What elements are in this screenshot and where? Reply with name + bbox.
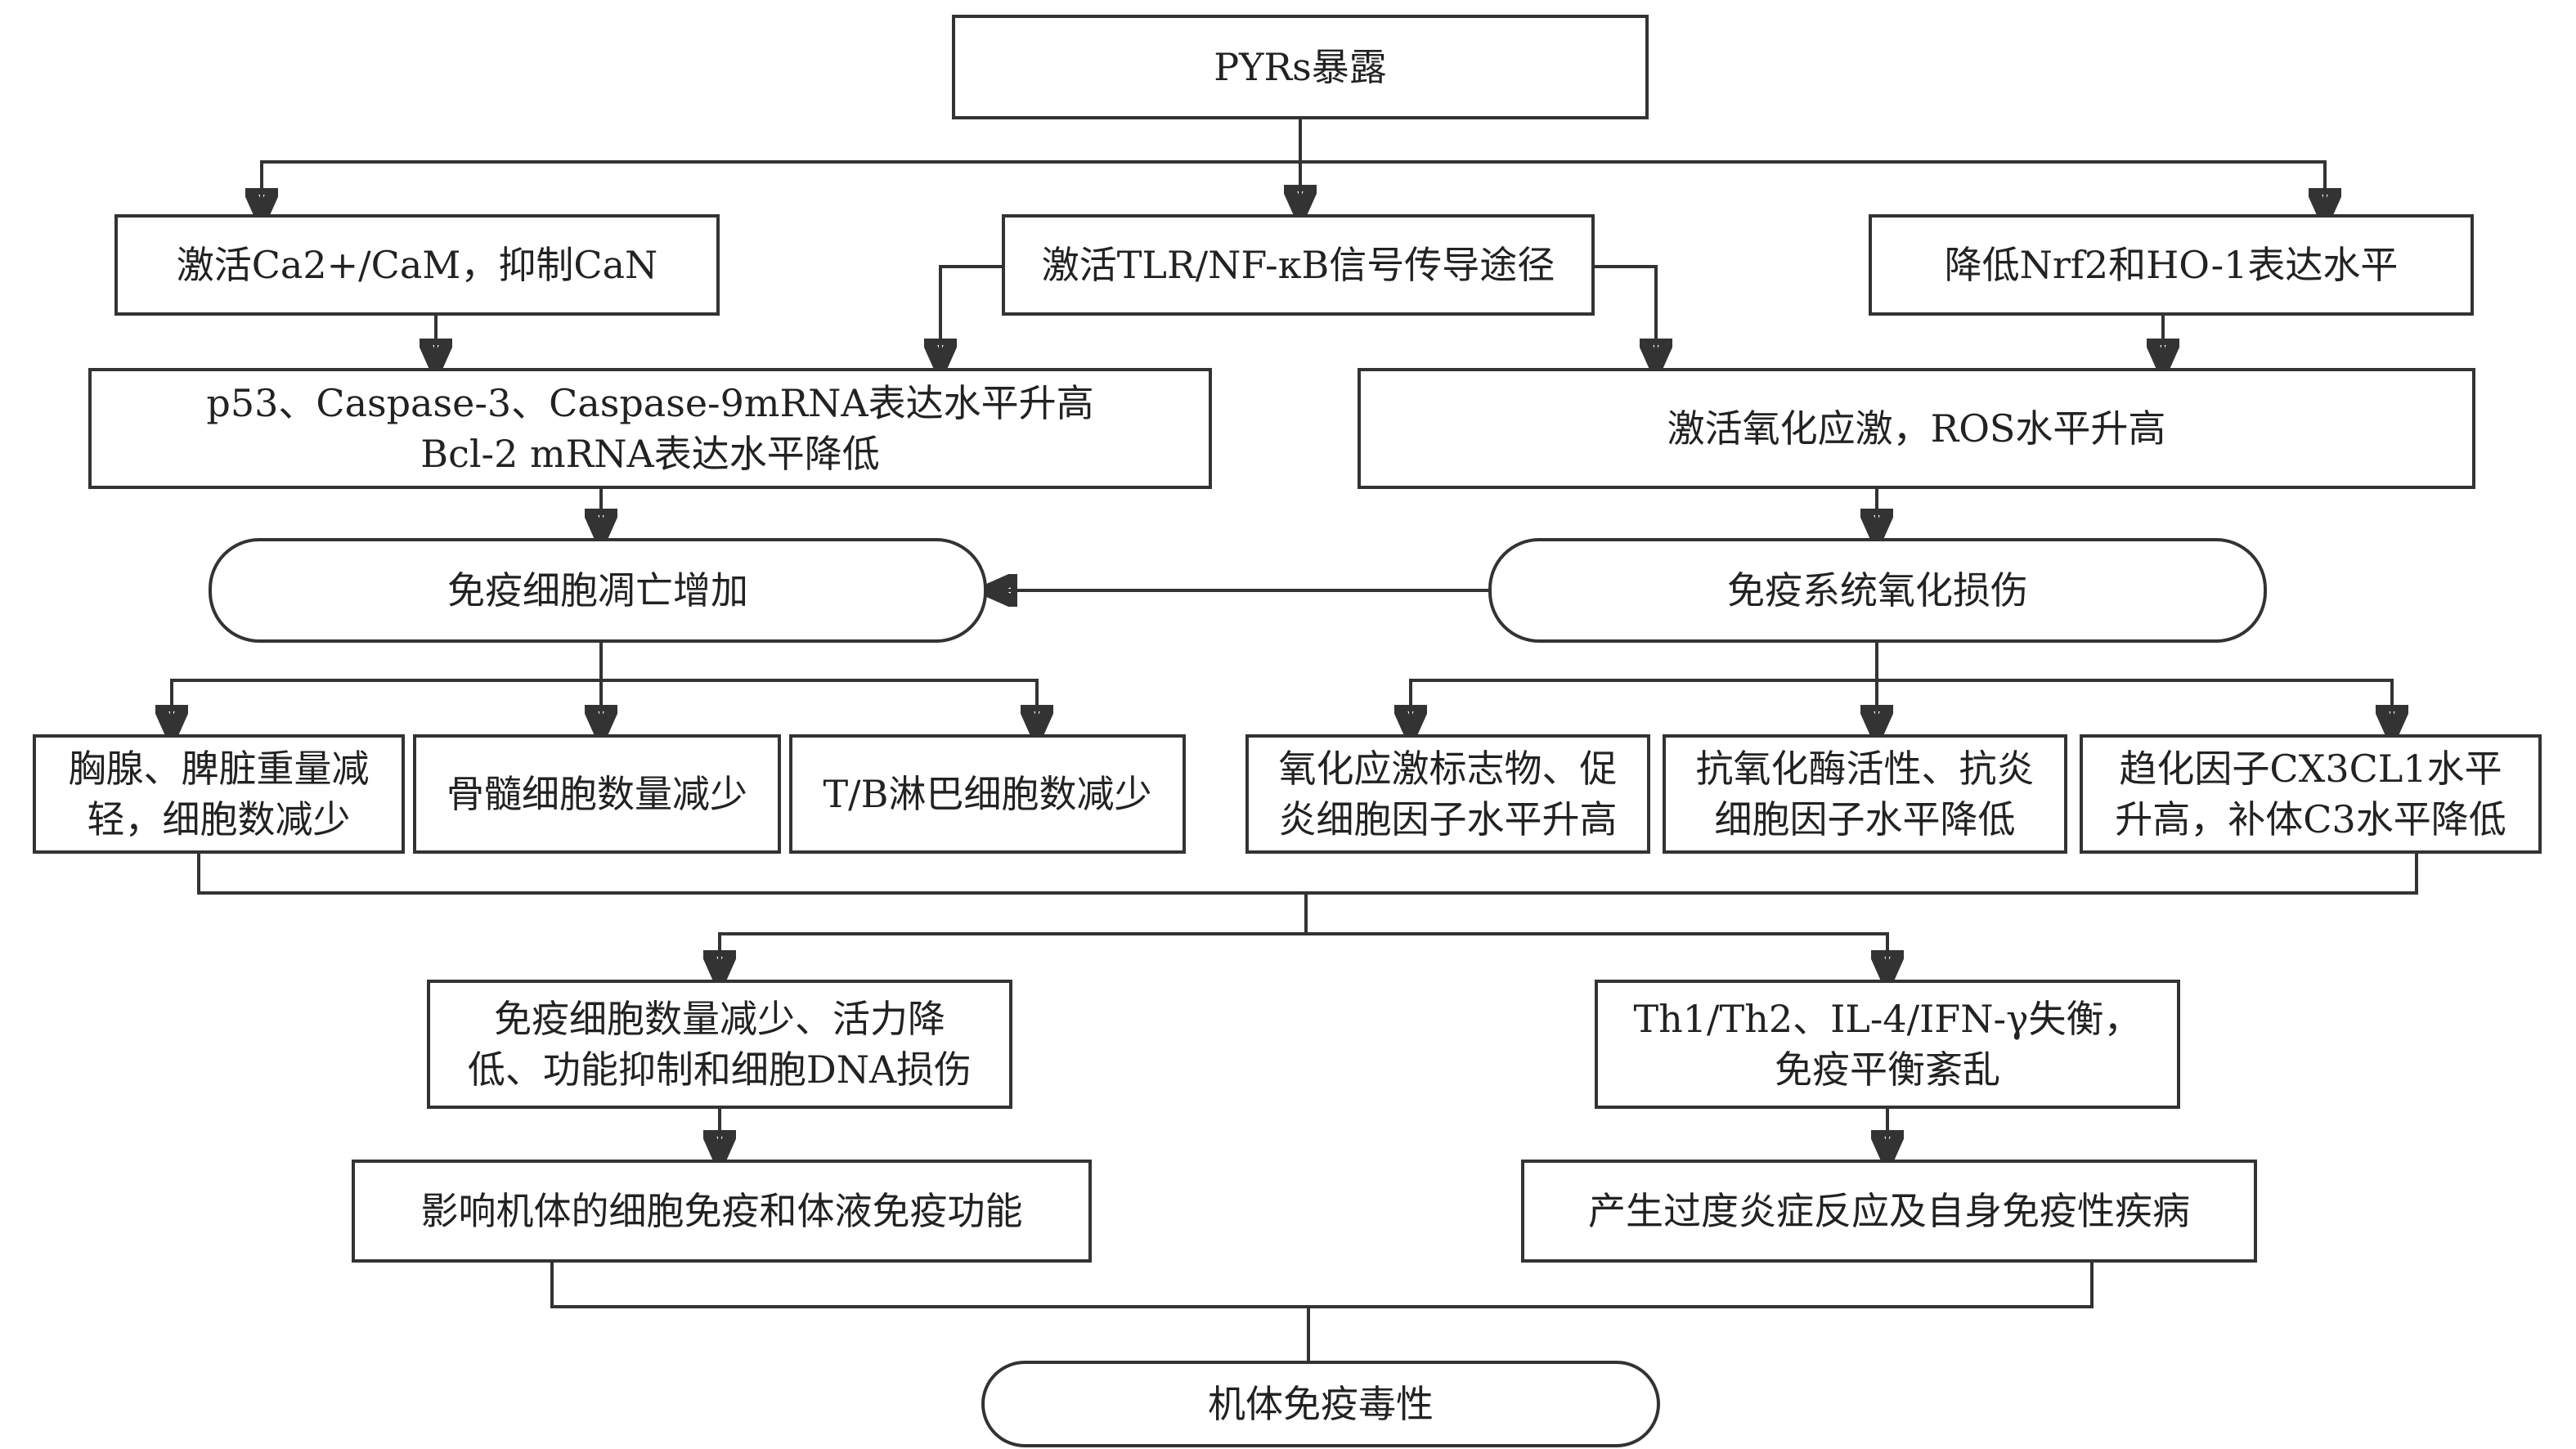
node-immune-cell-apoptosis: 免疫细胞凋亡增加 — [209, 538, 987, 643]
edge-tlr-to-p53 — [940, 265, 1002, 365]
node-tb-lymphocytes: T/B淋巴细胞数减少 — [789, 734, 1186, 854]
edge-bracket-to-imm — [720, 893, 1308, 976]
node-reduce-nrf2-ho1: 降低Nrf2和HO-1表达水平 — [1869, 214, 2474, 316]
bracket-middle-row — [197, 854, 2418, 895]
node-th-imbalance: Th1/Th2、IL-4/IFN-γ失衡， 免疫平衡紊乱 — [1595, 980, 2180, 1109]
node-chemokine-complement: 趋化因子CX3CL1水平 升高，补体C3水平降低 — [2080, 734, 2542, 854]
edge-root-to-ca — [262, 119, 1302, 214]
edge-bracket-to-th — [1306, 932, 1887, 976]
node-pyrs-exposure: PYRs暴露 — [952, 15, 1649, 119]
node-immune-oxidative-damage: 免疫系统氧化损伤 — [1488, 538, 2267, 643]
bracket-bottom-row — [550, 1263, 2094, 1308]
node-inflammation-autoimmune: 产生过度炎症反应及自身免疫性疾病 — [1521, 1160, 2257, 1263]
node-cellular-humoral-immunity: 影响机体的细胞免疫和体液免疫功能 — [352, 1160, 1092, 1263]
edge-oxi-to-mark — [1411, 643, 1878, 731]
edge-apop-to-tb — [601, 679, 1037, 731]
node-activate-ca-cam: 激活Ca2+/CaM，抑制CaN — [114, 214, 720, 316]
node-immunotoxicity: 机体免疫毒性 — [981, 1361, 1660, 1447]
edge-tlr-to-ros — [1595, 265, 1656, 365]
node-immune-cell-reduction: 免疫细胞数量减少、活力降 低、功能抑制和细胞DNA损伤 — [427, 980, 1012, 1109]
node-p53-caspase-bcl2: p53、Caspase-3、Caspase-9mRNA表达水平升高 Bcl-2 … — [88, 368, 1212, 489]
node-antioxidant-enzymes: 抗氧化酶活性、抗炎 细胞因子水平降低 — [1663, 734, 2067, 854]
node-activate-tlr-nfkb: 激活TLR/NF-κB信号传导途径 — [1002, 214, 1595, 316]
node-oxidative-stress-ros: 激活氧化应激，ROS水平升高 — [1358, 368, 2475, 489]
edge-root-to-nrf — [1300, 160, 2325, 214]
edge-apop-to-thy — [172, 643, 603, 731]
edge-oxi-to-chem — [1877, 679, 2392, 731]
node-oxidative-markers: 氧化应激标志物、促 炎细胞因子水平升高 — [1245, 734, 1650, 854]
node-thymus-spleen: 胸腺、脾脏重量减 轻，细胞数减少 — [33, 734, 405, 854]
node-bone-marrow: 骨髓细胞数量减少 — [413, 734, 781, 854]
